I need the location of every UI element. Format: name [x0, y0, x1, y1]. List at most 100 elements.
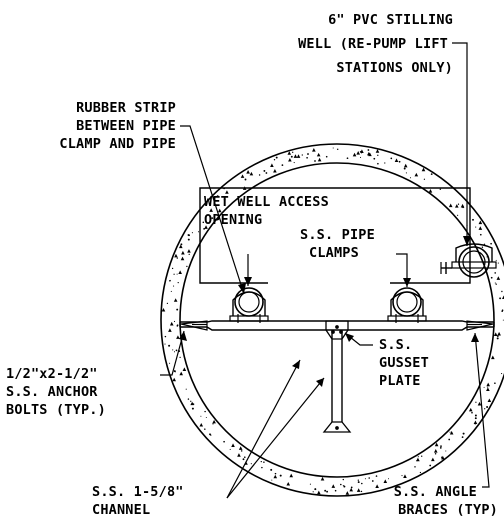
concrete-speck — [445, 450, 447, 452]
concrete-speck — [223, 198, 226, 201]
concrete-aggregate — [288, 157, 292, 162]
stilling-well-line-1: 6" PVC STILLING — [328, 12, 453, 28]
concrete-aggregate — [173, 298, 178, 302]
concrete-speck — [360, 490, 363, 493]
concrete-speck — [275, 156, 278, 159]
concrete-aggregate — [478, 220, 483, 225]
concrete-speck — [173, 351, 176, 353]
concrete-speck — [188, 253, 190, 256]
concrete-aggregate — [312, 148, 316, 152]
concrete-aggregate — [199, 422, 204, 427]
concrete-aggregate — [468, 407, 473, 412]
concrete-speck — [487, 386, 489, 388]
concrete-speck — [439, 447, 442, 449]
concrete-speck — [377, 162, 379, 165]
concrete-aggregate — [204, 225, 208, 229]
concrete-speck — [202, 221, 205, 224]
concrete-speck — [170, 322, 172, 324]
concrete-aggregate — [493, 332, 498, 336]
concrete-speck — [494, 382, 496, 384]
anchor-bolts-line-3: BOLTS (TYP.) — [6, 402, 106, 418]
label-angle-braces: S.S. ANGLE BRACES (TYP) — [394, 484, 498, 518]
concrete-speck — [216, 195, 219, 197]
rubber-strip-line-2: BETWEEN PIPE — [76, 118, 176, 134]
concrete-aggregate — [486, 387, 490, 391]
concrete-aggregate — [240, 174, 245, 178]
stilling-well-line-2: WELL (RE-PUMP LIFT — [298, 36, 448, 52]
concrete-speck — [185, 388, 187, 390]
concrete-aggregate — [190, 401, 194, 406]
concrete-aggregate — [316, 152, 321, 157]
concrete-aggregate — [178, 270, 182, 275]
concrete-speck — [164, 343, 166, 345]
concrete-aggregate — [448, 203, 453, 208]
concrete-speck — [419, 471, 422, 474]
concrete-speck — [261, 466, 263, 469]
concrete-speck — [166, 302, 169, 305]
stilling-well-pipe — [440, 243, 497, 278]
concrete-aggregate — [317, 490, 321, 495]
gusset-plate-bottom — [322, 421, 352, 433]
concrete-aggregate — [296, 154, 301, 158]
concrete-aggregate — [496, 276, 501, 280]
concrete-speck — [357, 481, 360, 484]
concrete-speck — [401, 475, 403, 477]
concrete-aggregate — [349, 487, 354, 492]
concrete-speck — [405, 172, 407, 174]
concrete-speck — [170, 290, 172, 292]
concrete-speck — [475, 226, 477, 228]
concrete-speck — [209, 433, 211, 436]
concrete-aggregate — [168, 328, 172, 332]
concrete-speck — [173, 273, 175, 275]
gusset-plate-line-1: S.S. — [379, 337, 412, 353]
stilling-well-line-3: STATIONS ONLY) — [336, 60, 453, 76]
concrete-speck — [336, 148, 339, 151]
gusset-plate-line-2: GUSSET — [379, 355, 429, 371]
concrete-speck — [475, 401, 477, 403]
concrete-aggregate — [174, 253, 178, 258]
wet-well-wall — [160, 143, 504, 497]
concrete-aggregate — [187, 249, 191, 253]
concrete-speck — [197, 231, 200, 233]
concrete-speckle-pattern — [161, 147, 504, 495]
concrete-speck — [495, 259, 497, 261]
concrete-speck — [346, 157, 349, 160]
concrete-speck — [175, 349, 178, 352]
concrete-speck — [501, 290, 503, 293]
concrete-speck — [429, 464, 432, 467]
concrete-speck — [403, 167, 406, 170]
angle-braces-line-2: BRACES (TYP) — [398, 502, 498, 518]
concrete-speck — [414, 466, 416, 468]
anchor-bolts-line-2: S.S. ANCHOR — [6, 384, 98, 400]
concrete-speck — [293, 162, 295, 164]
concrete-speck — [314, 488, 317, 491]
concrete-aggregate — [238, 446, 243, 450]
concrete-speck — [173, 285, 175, 287]
concrete-aggregate — [182, 367, 187, 371]
concrete-speck — [462, 432, 465, 435]
concrete-speck — [263, 169, 266, 172]
concrete-speck — [364, 478, 366, 480]
concrete-speck — [229, 448, 231, 450]
concrete-aggregate — [383, 479, 388, 484]
concrete-aggregate — [403, 163, 408, 168]
label-anchor-bolts: 1/2"x2-1/2" S.S. ANCHOR BOLTS (TYP.) — [6, 366, 106, 418]
concrete-speck — [240, 450, 243, 452]
concrete-speck — [204, 410, 206, 413]
concrete-speck — [434, 452, 437, 455]
concrete-speck — [479, 233, 482, 236]
concrete-aggregate — [273, 168, 277, 173]
concrete-speck — [384, 162, 386, 164]
concrete-speck — [474, 422, 477, 425]
concrete-speck — [462, 206, 465, 209]
concrete-speck — [390, 157, 393, 160]
concrete-aggregate — [179, 371, 184, 376]
concrete-speck — [334, 489, 337, 492]
concrete-speck — [359, 156, 362, 158]
concrete-speck — [501, 373, 503, 375]
concrete-aggregate — [487, 398, 492, 403]
concrete-aggregate — [428, 188, 433, 193]
label-channel: S.S. 1-5/8" CHANNEL — [92, 484, 183, 518]
concrete-speck — [474, 417, 477, 420]
concrete-speck — [164, 335, 167, 338]
